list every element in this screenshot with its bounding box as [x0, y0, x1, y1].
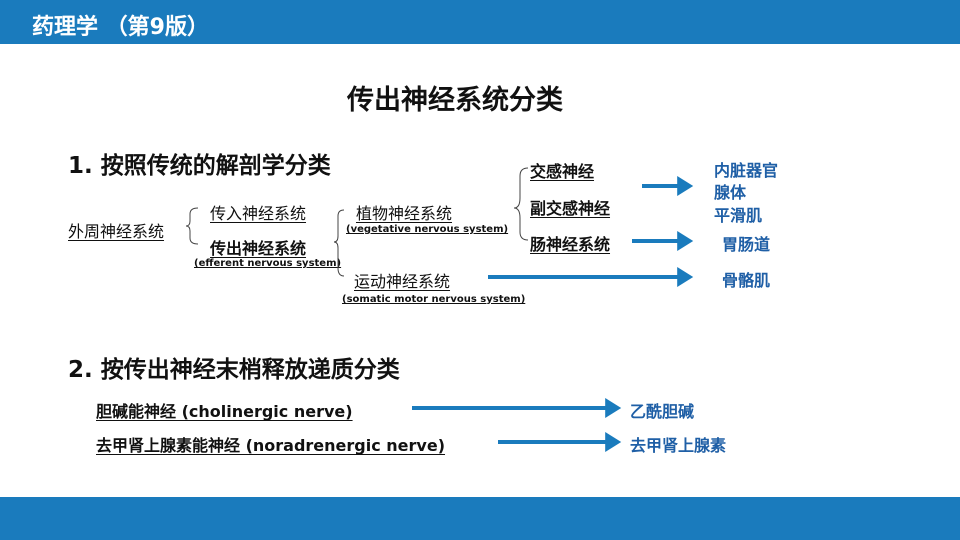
label-vegetative-en: (vegetative nervous system) [346, 224, 509, 235]
target-viscera: 内脏器官 [714, 161, 779, 180]
target-gastrointestinal-tract: 胃肠道 [722, 235, 771, 254]
brace-vegetative [513, 167, 529, 241]
node-enteric-system: 肠神经系统 [530, 235, 611, 254]
target-smooth-muscle: 平滑肌 [714, 206, 763, 225]
brace-peripheral [185, 207, 199, 245]
node-efferent-system: 传出神经系统 [210, 239, 307, 258]
target-glands: 腺体 [714, 183, 747, 202]
row-acetylcholine: 乙酰胆碱 [630, 402, 695, 421]
node-somatic-motor-system: 运动神经系统 [354, 272, 451, 291]
section1-heading: 1. 按照传统的解剖学分类 [68, 153, 331, 179]
node-sympathetic: 交感神经 [530, 162, 595, 181]
label-efferent-en: (efferent nervous system) [194, 258, 342, 269]
footer-bar [0, 497, 960, 540]
node-vegetative-system: 植物神经系统 [356, 204, 453, 223]
header-bar: 药理学 （第9版） [0, 0, 960, 44]
node-parasympathetic: 副交感神经 [530, 199, 611, 218]
node-afferent-system: 传入神经系统 [210, 204, 307, 223]
target-skeletal-muscle: 骨骼肌 [722, 271, 771, 290]
section2-heading: 2. 按传出神经末梢释放递质分类 [68, 357, 400, 383]
node-peripheral-nervous-system: 外周神经系统 [68, 222, 165, 241]
slide-title: 传出神经系统分类 [347, 85, 563, 116]
row-noradrenaline: 去甲肾上腺素 [630, 436, 727, 455]
row-cholinergic-nerve: 胆碱能神经 (cholinergic nerve) [96, 402, 353, 421]
label-somatic-en: (somatic motor nervous system) [342, 294, 526, 305]
course-title: 药理学 （第9版） [32, 15, 209, 40]
brace-efferent [333, 209, 345, 277]
row-noradrenergic-nerve: 去甲肾上腺素能神经 (noradrenergic nerve) [96, 436, 446, 455]
